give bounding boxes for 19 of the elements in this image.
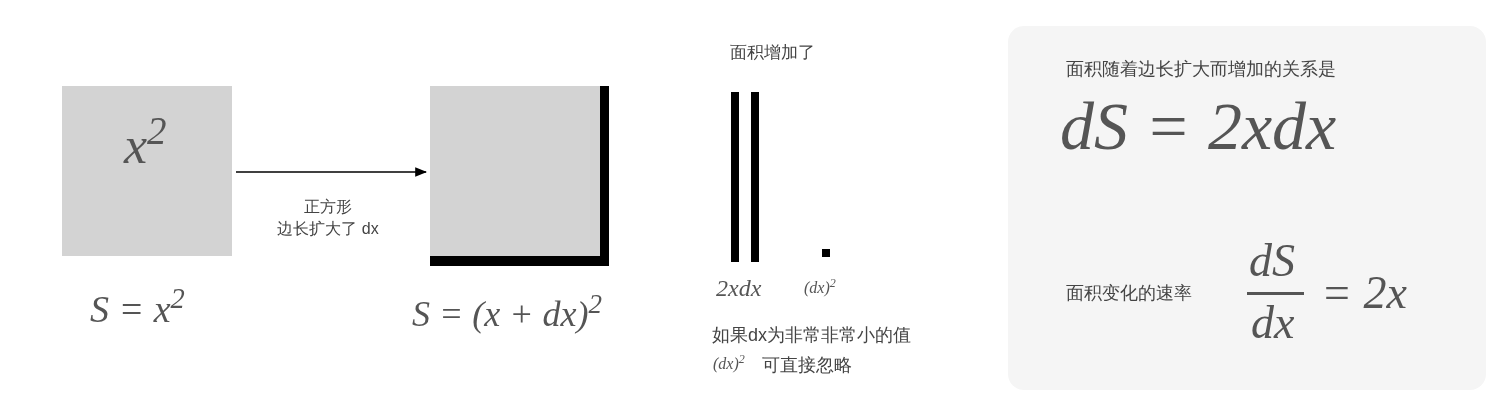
fraction-numerator: dS <box>1249 238 1295 284</box>
arrow <box>235 167 428 177</box>
formula-panel <box>1008 26 1486 390</box>
formula-result: = 2x <box>1321 270 1407 316</box>
area-equation: S = x$^{2}$ <box>90 290 185 328</box>
note-text: 可直接忽略 <box>762 356 852 374</box>
differential-formula: dS = 2xdx <box>1060 92 1337 160</box>
formula-label: (dx)$^{2}$ <box>804 280 836 296</box>
note-text: 面积增加了 <box>730 44 815 61</box>
area-formula: x$^{2}$ <box>124 120 167 172</box>
fraction-denominator: dx <box>1251 300 1295 346</box>
note-text: 如果dx为非常非常小的值 <box>712 326 911 344</box>
square <box>62 86 232 256</box>
formula-label: (dx)$^{2}$ <box>713 356 745 372</box>
panel-heading: 面积随着边长扩大而增加的关系是 <box>1066 58 1336 81</box>
expanded-square <box>430 86 609 266</box>
formula-label: 2xdx <box>716 276 762 300</box>
rate-label: 面积变化的速率 <box>1066 282 1192 305</box>
area-equation: S = (x + dx)$^{2}$ <box>412 296 603 332</box>
